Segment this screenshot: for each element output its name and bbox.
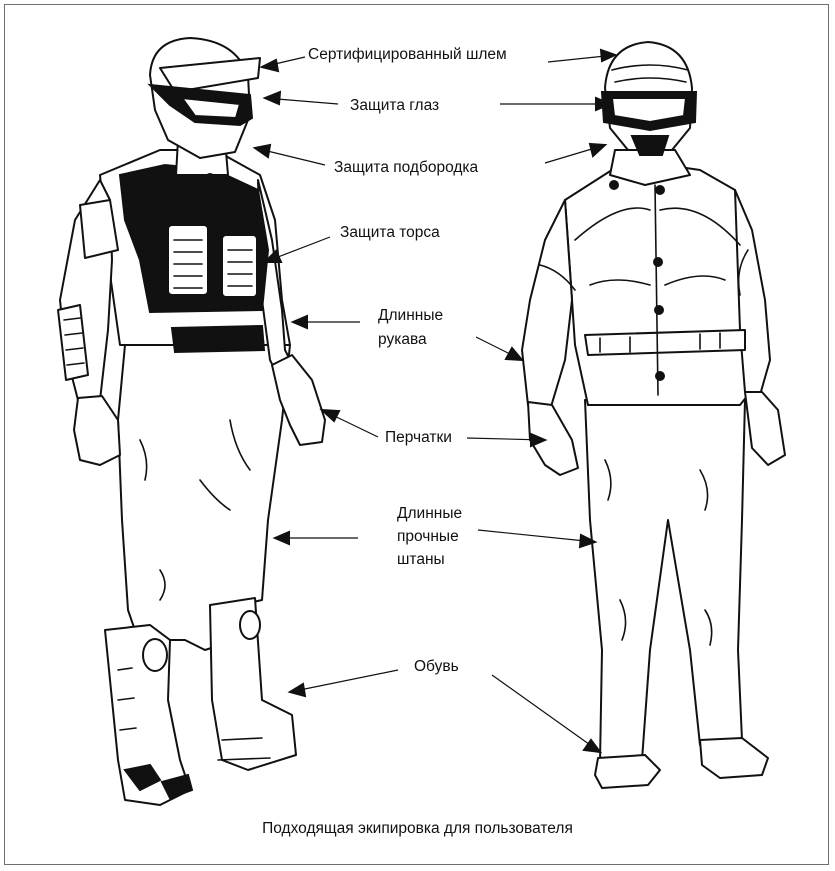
label-gloves: Перчатки: [385, 427, 452, 449]
right-figure-shoe-left: [595, 755, 660, 788]
label-long-pants-line-3: штаны: [397, 548, 462, 571]
label-long-sleeves-line-2: рукава: [378, 328, 443, 352]
label-torso-protection: Защита торса: [340, 222, 440, 244]
diagram-caption: Подходящая экипировка для пользователя: [0, 820, 835, 838]
left-figure-pants: [118, 345, 290, 650]
label-long-sleeves: Длинные рукава: [378, 304, 443, 352]
right-figure-glove-right: [745, 392, 785, 465]
label-long-pants-line-2: прочные: [397, 525, 462, 548]
label-long-pants-line-1: Длинные: [397, 502, 462, 525]
label-shoes: Обувь: [414, 656, 459, 678]
right-figure-pants: [585, 400, 745, 762]
label-chin-protection: Защита подбородка: [334, 157, 478, 179]
right-figure-shoe-right: [700, 738, 768, 778]
label-eye-protection: Защита глаз: [350, 95, 439, 117]
label-helmet: Сертифицированный шлем: [308, 44, 507, 66]
label-long-sleeves-line-1: Длинные: [378, 304, 443, 328]
left-figure: [58, 38, 325, 805]
right-figure-sleeve-left: [522, 200, 572, 410]
left-figure-glove-left: [74, 396, 120, 465]
right-figure: [522, 42, 785, 788]
label-long-pants: Длинные прочные штаны: [397, 502, 462, 571]
